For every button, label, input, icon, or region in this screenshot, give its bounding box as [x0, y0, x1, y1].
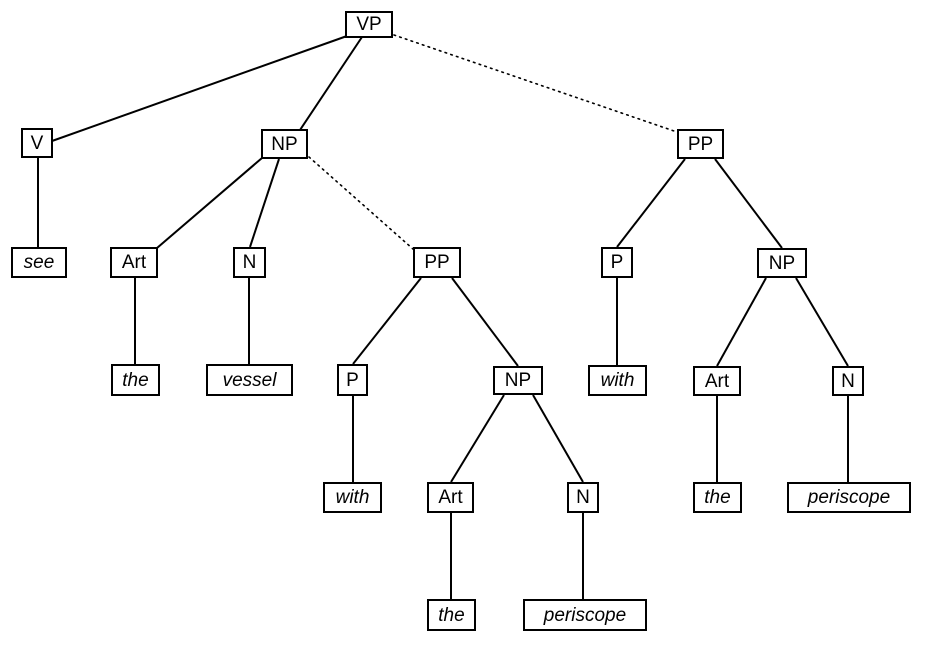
tree-node-label: the — [438, 604, 465, 626]
tree-node-label: VP — [356, 14, 382, 35]
tree-node-the_mid: the — [427, 599, 476, 631]
tree-node-label: with — [335, 487, 370, 508]
tree-node-label: Art — [704, 370, 730, 392]
tree-node-n_mid: N — [567, 482, 599, 513]
tree-node-vessel: vessel — [206, 364, 293, 396]
tree-node-p_right: P — [601, 247, 633, 278]
tree-node-the_right: the — [693, 482, 742, 513]
tree-edge-vp-v — [51, 35, 348, 142]
tree-node-label: PP — [687, 133, 714, 155]
tree-edge-npright-nr — [795, 277, 849, 367]
tree-node-pp_right: PP — [677, 129, 724, 159]
tree-node-peri_mid: periscope — [523, 599, 647, 631]
tree-node-label: V — [30, 132, 44, 154]
tree-node-label: see — [23, 252, 55, 273]
tree-node-label: vessel — [222, 369, 277, 391]
tree-node-label: PP — [424, 252, 450, 273]
tree-edge-np1-pp-mid — [308, 156, 414, 250]
tree-edge-ppright-npright — [714, 158, 783, 249]
tree-node-see: see — [11, 247, 67, 278]
tree-node-label: NP — [271, 133, 298, 155]
tree-node-label: P — [610, 252, 624, 273]
tree-node-pp_mid: PP — [413, 247, 461, 278]
tree-node-art_right: Art — [693, 366, 741, 396]
tree-node-with_r: with — [588, 365, 647, 396]
tree-node-np1: NP — [261, 129, 308, 159]
tree-edge-npright-artr — [716, 277, 767, 367]
tree-node-label: NP — [768, 252, 796, 274]
tree-node-p_mid: P — [337, 364, 368, 396]
tree-edge-np1-art1 — [156, 157, 263, 249]
tree-node-label: NP — [504, 370, 532, 391]
tree-node-art1: Art — [110, 247, 158, 278]
tree-edge-npmid-artm — [450, 394, 505, 483]
tree-node-np_right: NP — [757, 248, 807, 278]
tree-node-label: P — [346, 369, 359, 391]
tree-node-v: V — [21, 128, 53, 158]
tree-node-label: periscope — [807, 487, 891, 508]
tree-edge-np1-n1 — [249, 158, 280, 248]
tree-node-label: Art — [438, 487, 463, 508]
tree-node-art_mid: Art — [427, 482, 474, 513]
tree-edge-npmid-nm — [532, 394, 584, 483]
tree-edge-vp-np1 — [299, 36, 363, 131]
tree-node-np_mid: NP — [493, 366, 543, 395]
tree-node-label: with — [600, 370, 635, 391]
tree-node-label: the — [704, 487, 731, 508]
tree-edge-ppright-pright — [616, 158, 686, 248]
tree-node-with_m: with — [323, 482, 382, 513]
tree-node-label: Art — [121, 252, 147, 273]
tree-node-label: N — [841, 370, 855, 392]
tree-edge-vp-pp-right — [393, 34, 678, 133]
tree-node-vp: VP — [345, 11, 393, 38]
tree-node-label: N — [576, 487, 590, 508]
tree-node-label: the — [122, 369, 149, 391]
tree-node-label: periscope — [543, 604, 627, 626]
tree-node-peri_right: periscope — [787, 482, 911, 513]
tree-edge-ppmid-pmid — [352, 277, 422, 365]
tree-node-n1: N — [233, 247, 266, 278]
tree-node-the1: the — [111, 364, 160, 396]
tree-node-label: N — [242, 252, 257, 273]
tree-node-n_right: N — [832, 366, 864, 396]
tree-edge-ppmid-npmid — [451, 277, 519, 367]
